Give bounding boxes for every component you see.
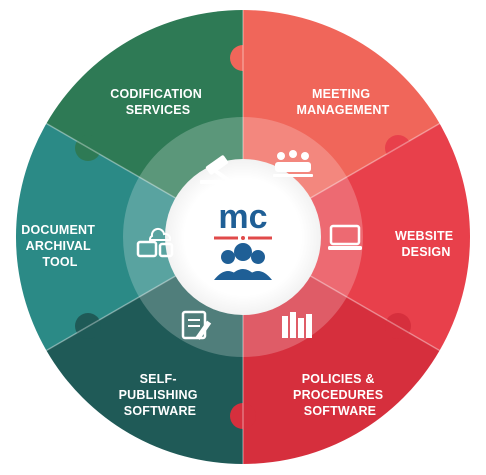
label-archival: DOCUMENT ARCHIVAL TOOL (21, 223, 99, 269)
puzzle-knob (230, 45, 256, 71)
cloud-devices-icon (136, 227, 174, 258)
center-logo: mc (214, 198, 272, 240)
document-edit-icon (181, 310, 212, 340)
puzzle-knob (75, 313, 101, 339)
puzzle-knob (230, 403, 256, 429)
logo-text: mc (218, 198, 267, 236)
label-codification: CODIFICATION SERVICES (110, 87, 205, 117)
meeting-icon (273, 150, 313, 177)
gavel-icon (200, 155, 231, 184)
puzzle-knob (385, 135, 411, 161)
segment-archival[interactable] (15, 123, 243, 351)
label-selfpub: SELF- PUBLISHING SOFTWARE (119, 372, 202, 418)
segment-labels: CODIFICATION SERVICES MEETING MANAGEMENT… (21, 87, 457, 418)
people-group-icon (214, 243, 272, 280)
label-website: WEBSITE DESIGN (395, 229, 457, 259)
segment-website[interactable] (243, 123, 471, 351)
laptop-icon (328, 224, 362, 250)
puzzle-knob (385, 313, 411, 339)
puzzle-knobs (75, 45, 411, 429)
label-policies: POLICIES & PROCEDURES SOFTWARE (293, 372, 387, 418)
books-icon (282, 312, 312, 338)
puzzle-knob (75, 135, 101, 161)
label-meeting: MEETING MANAGEMENT (297, 87, 390, 117)
